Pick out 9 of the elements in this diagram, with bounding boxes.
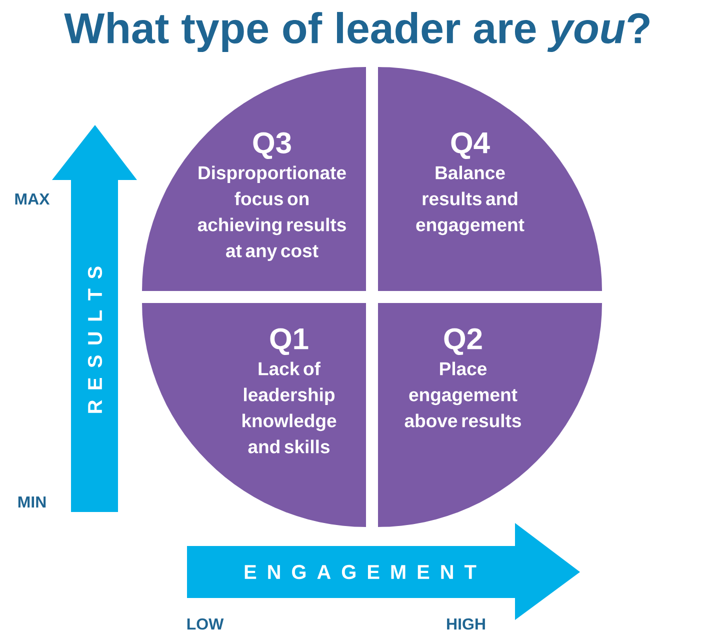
axis-label: LOW (187, 618, 224, 630)
axis-label: HIGH (447, 618, 485, 630)
axis-label: MIN (18, 496, 46, 508)
quadrant: Q2 Place engagement above results (378, 303, 602, 527)
quadrant: Q1 Lack of leadership knowledge and skills (142, 303, 366, 527)
quadrant: Q4 Balance results and engagement (378, 67, 602, 291)
title: What type of leader are you? (64, 12, 650, 52)
axis-label: MAX (15, 194, 50, 204)
quadrant: Q3 Disproportionate focus on achieving results at any cost (142, 67, 366, 291)
